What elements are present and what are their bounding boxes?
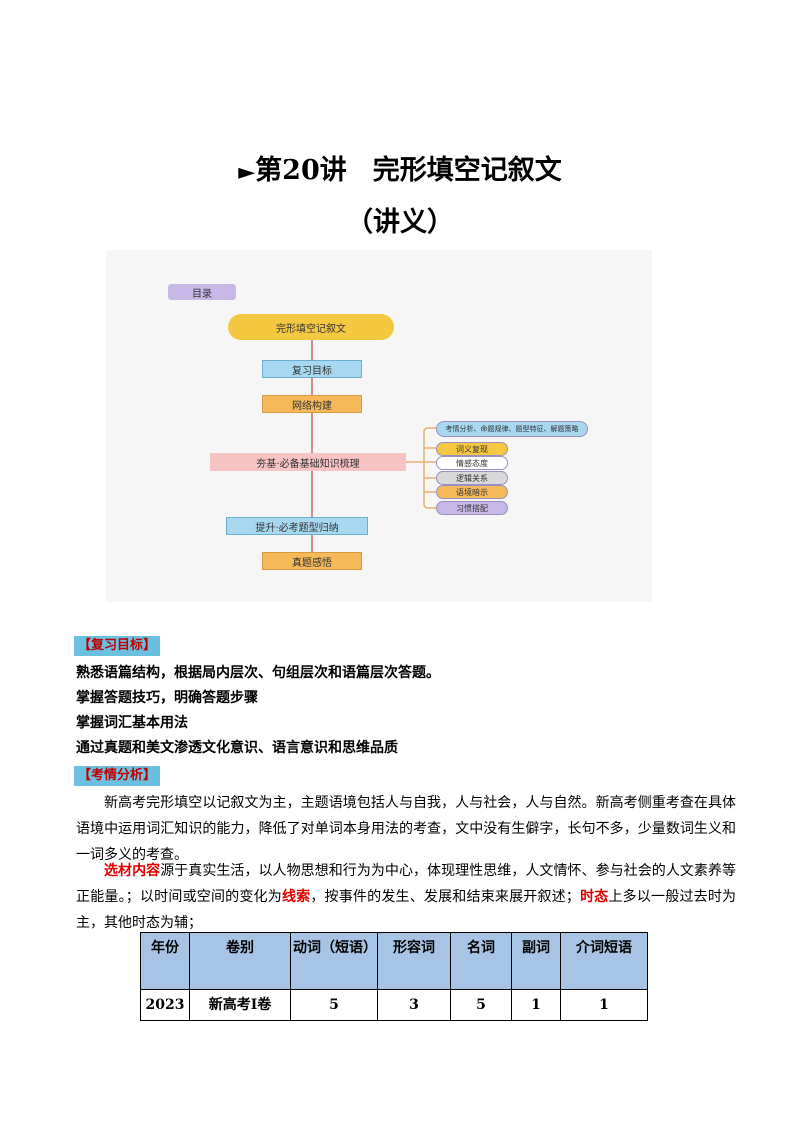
table-row: 2023 新高考I卷 5 3 5 1 1	[140, 989, 648, 1021]
mindmap-node-real-questions: 真题感悟	[262, 552, 362, 570]
mindmap-root: 完形填空记叙文	[228, 314, 394, 340]
table-cell: 5	[290, 989, 378, 1021]
mindmap-node-network: 网络构建	[262, 395, 362, 413]
page-subtitle: （讲义）	[346, 207, 454, 238]
table-cell: 5	[450, 989, 512, 1021]
analysis-label: 【考情分析】	[74, 766, 161, 786]
table-header-cell: 副词	[511, 932, 561, 990]
analysis-paragraph-1: 新高考完形填空以记叙文为主，主题语境包括人与自我，人与社会，人与自然。新高考侧重…	[76, 795, 736, 863]
mindmap-leaf-emotion: 情感态度	[436, 456, 508, 470]
mindmap-node-question-types: 提升·必考题型归纳	[226, 517, 368, 535]
table-header-row: 年份 卷别 动词（短语） 形容词 名词 副词 介词短语	[140, 932, 648, 990]
goal-item-1: 熟悉语篇结构，根据局内层次、句组层次和语篇层次答题。	[76, 665, 440, 681]
lecture-topic: 完形填空记叙文	[372, 155, 562, 186]
table-header-cell: 形容词	[377, 932, 451, 990]
mindmap-diagram: 目录 完形填空记叙文 复习目标 网络构建 夯基·必备基础知识梳理 提升·必考题型…	[106, 250, 652, 602]
mindmap-leaf-exam-analysis: 考情分析、命题规律、题型特征、解题策略	[436, 421, 588, 437]
table-header-cell: 介词短语	[560, 932, 648, 990]
mindmap-trunk-line	[311, 340, 313, 560]
page-title: ►第20讲完形填空记叙文	[0, 148, 800, 187]
table-cell: 新高考I卷	[189, 989, 291, 1021]
table-cell: 1	[560, 989, 648, 1021]
mindmap-leaf-collocation: 习惯搭配	[436, 501, 508, 515]
table-cell: 1	[511, 989, 561, 1021]
goal-item-3: 掌握词汇基本用法	[76, 715, 188, 731]
mindmap-node-review-goals: 复习目标	[262, 360, 362, 378]
table-cell: 2023	[140, 989, 190, 1021]
table-header-cell: 年份	[140, 932, 190, 990]
exam-stats-table: 年份 卷别 动词（短语） 形容词 名词 副词 介词短语 2023 新高考I卷 5…	[140, 932, 648, 1021]
mindmap-leaf-logic: 逻辑关系	[436, 471, 508, 485]
analysis-paragraph-2: 选材内容源于真实生活，以人物思想和行为为中心，体现理性思维，人文情怀、参与社会的…	[76, 863, 737, 931]
goal-item-2: 掌握答题技巧，明确答题步骤	[76, 690, 258, 706]
mindmap-branch-lines	[406, 427, 436, 509]
mindmap-node-basics: 夯基·必备基础知识梳理	[210, 453, 406, 471]
mindmap-tag: 目录	[168, 284, 236, 300]
mindmap-leaf-word-repeat: 词义复现	[436, 442, 508, 456]
arrow-marker-icon: ►	[238, 160, 256, 185]
table-cell: 3	[377, 989, 451, 1021]
table-header-cell: 名词	[450, 932, 512, 990]
goal-item-4: 通过真题和美文渗透文化意识、语言意识和思维品质	[76, 740, 398, 756]
lecture-number: 第20讲	[255, 155, 347, 186]
mindmap-leaf-context: 语境暗示	[436, 485, 508, 499]
keyword-material: 选材内容	[104, 863, 161, 879]
goals-label: 【复习目标】	[74, 636, 161, 656]
table-header-cell: 动词（短语）	[290, 932, 378, 990]
table-header-cell: 卷别	[189, 932, 291, 990]
keyword-clue: 线索	[281, 889, 311, 905]
keyword-tense: 时态	[579, 889, 609, 905]
